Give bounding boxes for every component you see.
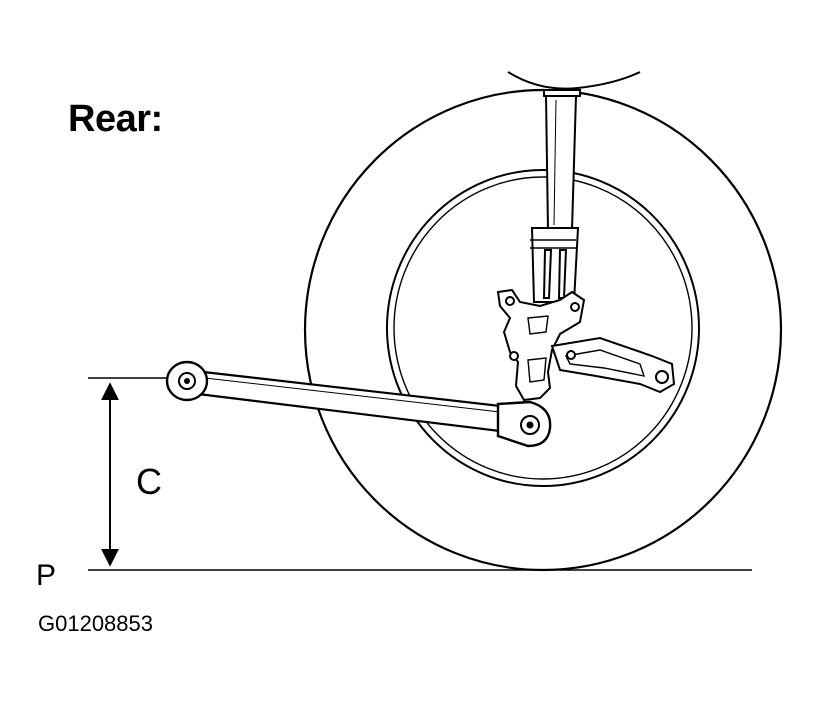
strut-assembly (530, 89, 581, 303)
wheel-rim-outer (386, 169, 700, 487)
figure-code: G01208853 (38, 611, 153, 636)
wheel-rim-inner (393, 176, 693, 480)
trailing-arm (550, 336, 676, 394)
lateral-link (165, 360, 552, 448)
plane-label-p: P (36, 559, 57, 592)
vehicle-body-outline (507, 71, 641, 90)
heading-rear: Rear: (68, 98, 163, 140)
dimension-label-c: C (136, 461, 162, 502)
steering-knuckle (496, 288, 586, 402)
